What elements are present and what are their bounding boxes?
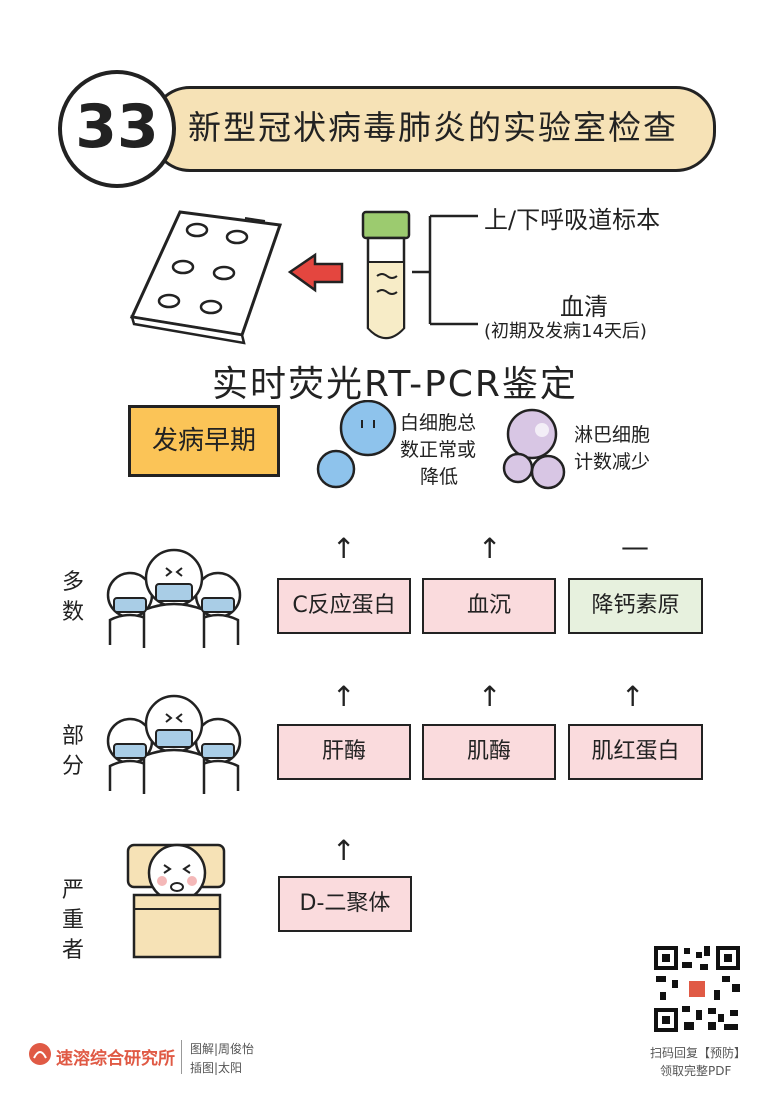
- arrow-ddimer: ↑: [332, 834, 356, 867]
- group-label-some: 部 分: [62, 722, 88, 782]
- arrow-crp: ↑: [332, 532, 356, 565]
- footer-divider: [181, 1040, 182, 1074]
- lymph-line-2: 计数减少: [574, 451, 651, 473]
- page-title: 新型冠状病毒肺炎的实验室检查: [188, 108, 678, 147]
- group-label-char: 重: [62, 908, 85, 933]
- box-esr: 血沉: [422, 578, 556, 634]
- group-label-char: 分: [62, 754, 85, 779]
- blood-cells: [316, 400, 566, 490]
- group-label-most: 多 数: [62, 568, 88, 628]
- lymph-text: 淋巴细胞 计数减少: [574, 422, 650, 476]
- wbc-line-3: 降低: [420, 466, 459, 488]
- lymph-line-1: 淋巴细胞: [574, 424, 651, 446]
- group-label-char: 部: [62, 724, 85, 749]
- org-name: 速溶综合研究所: [56, 1049, 175, 1069]
- method-title: 实时荧光RT-PCR鉴定: [212, 364, 578, 405]
- group-label-char: 严: [62, 878, 85, 903]
- box-crp: C反应蛋白: [277, 578, 411, 634]
- people-mask-icon: [106, 548, 242, 648]
- lymphocyte-icon: [502, 408, 566, 490]
- box-pct: 降钙素原: [568, 578, 703, 634]
- arrow-liver: ↑: [332, 680, 356, 713]
- qr-code-icon[interactable]: [652, 944, 742, 1034]
- credit-illustration: 插图|太阳: [190, 1061, 243, 1075]
- early-stage-badge: 发病早期: [128, 405, 280, 477]
- page-number: 33: [75, 92, 159, 162]
- wbc-text: 白细胞总 数正常或 降低: [400, 410, 476, 491]
- specimen-illustration: [129, 210, 478, 345]
- bracket-icon: [412, 214, 478, 326]
- qr-caption-1: 扫码回复【预防】: [650, 1046, 747, 1060]
- arrow-esr: ↑: [478, 532, 502, 565]
- group-label-char: 数: [62, 600, 85, 625]
- arrow-pct: —: [621, 530, 649, 563]
- arrow-myoglobin: ↑: [621, 680, 645, 713]
- credit-diagram: 图解|周俊怡: [190, 1042, 255, 1056]
- serum-label: 血清: [560, 293, 608, 321]
- box-ddimer: D-二聚体: [278, 876, 412, 932]
- title-banner: [150, 86, 716, 172]
- wbc-line-2: 数正常或: [400, 439, 477, 461]
- box-muscle: 肌酶: [422, 724, 556, 780]
- arrow-muscle: ↑: [478, 680, 502, 713]
- serum-note: (初期及发病14天后): [484, 321, 647, 342]
- red-arrow-icon: [287, 252, 344, 293]
- wbc-line-1: 白细胞总: [400, 412, 477, 434]
- group-label-severe: 严 重 者: [62, 876, 88, 966]
- logo-icon: [29, 1043, 51, 1065]
- qr-caption-2: 领取完整PDF: [660, 1064, 732, 1078]
- number-circle: [58, 70, 176, 188]
- group-label-char: 者: [62, 938, 85, 963]
- blood-cell-icon: [316, 400, 397, 489]
- box-liver: 肝酶: [277, 724, 411, 780]
- box-myoglobin: 肌红蛋白: [568, 724, 703, 780]
- test-tube-icon: [361, 210, 411, 340]
- respiratory-specimen: 上/下呼吸道标本: [484, 206, 661, 234]
- pcr-plate-icon: [129, 210, 283, 345]
- group-label-char: 多: [62, 570, 85, 595]
- patient-bed-icon: [126, 843, 226, 959]
- people-mask-icon: [106, 694, 242, 794]
